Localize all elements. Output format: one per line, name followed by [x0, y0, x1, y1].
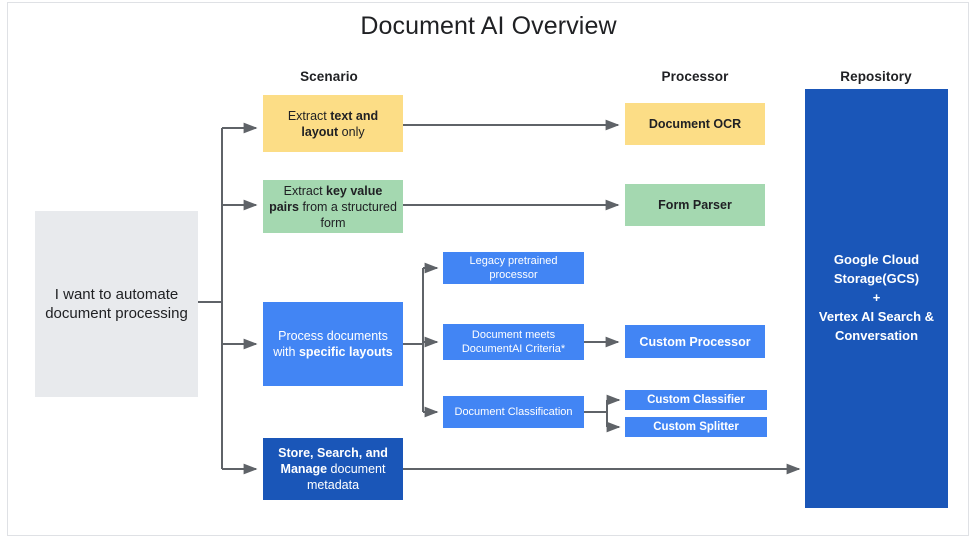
processor-node-document-ocr[interactable]: Document OCR — [625, 103, 765, 145]
scenario-node-extract-key-value[interactable]: Extract key value pairs from a structure… — [263, 180, 403, 233]
scenario-node-store-search-manage[interactable]: Store, Search, and Manage document metad… — [263, 438, 403, 500]
middle-node-document-classification[interactable]: Document Classification — [443, 396, 584, 428]
scenario-node-process-specific-layouts[interactable]: Process documents with specific layouts — [263, 302, 403, 386]
processor-node-label: Document OCR — [648, 117, 742, 131]
source-node-label: I want to automate document processing — [45, 285, 188, 322]
repository-line-1: Google Cloud — [833, 252, 920, 268]
middle-node-document-meets-criteria[interactable]: Document meets DocumentAI Criteria* — [443, 324, 584, 360]
middle-node-label: Document meets DocumentAI Criteria* — [461, 328, 566, 355]
processor-node-label: Custom Classifier — [647, 393, 745, 406]
repository-node-label: Google Cloud Storage(GCS) + Vertex AI Se… — [811, 251, 942, 345]
page-title: Document AI Overview — [360, 12, 617, 40]
repository-line-5: Conversation — [834, 327, 919, 343]
processor-node-label: Custom Splitter — [653, 420, 739, 433]
processor-node-label: Form Parser — [658, 198, 732, 212]
processor-node-label: Custom Processor — [639, 334, 751, 349]
processor-node-custom-processor[interactable]: Custom Processor — [625, 325, 765, 358]
processor-node-custom-splitter[interactable]: Custom Splitter — [625, 417, 767, 437]
repository-node-gcs-vertex-ai[interactable]: Google Cloud Storage(GCS) + Vertex AI Se… — [805, 89, 948, 508]
scenario-node-label: Store, Search, and Manage document metad… — [278, 446, 388, 492]
source-node-automate-document-processing[interactable]: I want to automate document processing — [35, 211, 198, 397]
processor-node-custom-classifier[interactable]: Custom Classifier — [625, 390, 767, 410]
repository-line-4: Vertex AI Search & — [818, 308, 935, 324]
repository-line-3: + — [872, 290, 881, 306]
column-header-processor: Processor — [661, 69, 729, 84]
middle-node-label: Document Classification — [454, 405, 573, 418]
scenario-node-label: Extract key value pairs from a structure… — [269, 183, 397, 230]
middle-node-label: Legacy pretrained processor — [469, 254, 558, 281]
repository-line-2: Storage(GCS) — [833, 271, 920, 287]
column-header-scenario: Scenario — [300, 69, 358, 84]
middle-node-legacy-pretrained-processor[interactable]: Legacy pretrained processor — [443, 252, 584, 284]
column-header-repository: Repository — [840, 69, 912, 84]
processor-node-form-parser[interactable]: Form Parser — [625, 184, 765, 226]
scenario-node-extract-text-layout[interactable]: Extract text and layout only — [263, 95, 403, 152]
scenario-node-label: Process documents with specific layouts — [273, 329, 393, 359]
scenario-node-label: Extract text and layout only — [287, 108, 379, 139]
